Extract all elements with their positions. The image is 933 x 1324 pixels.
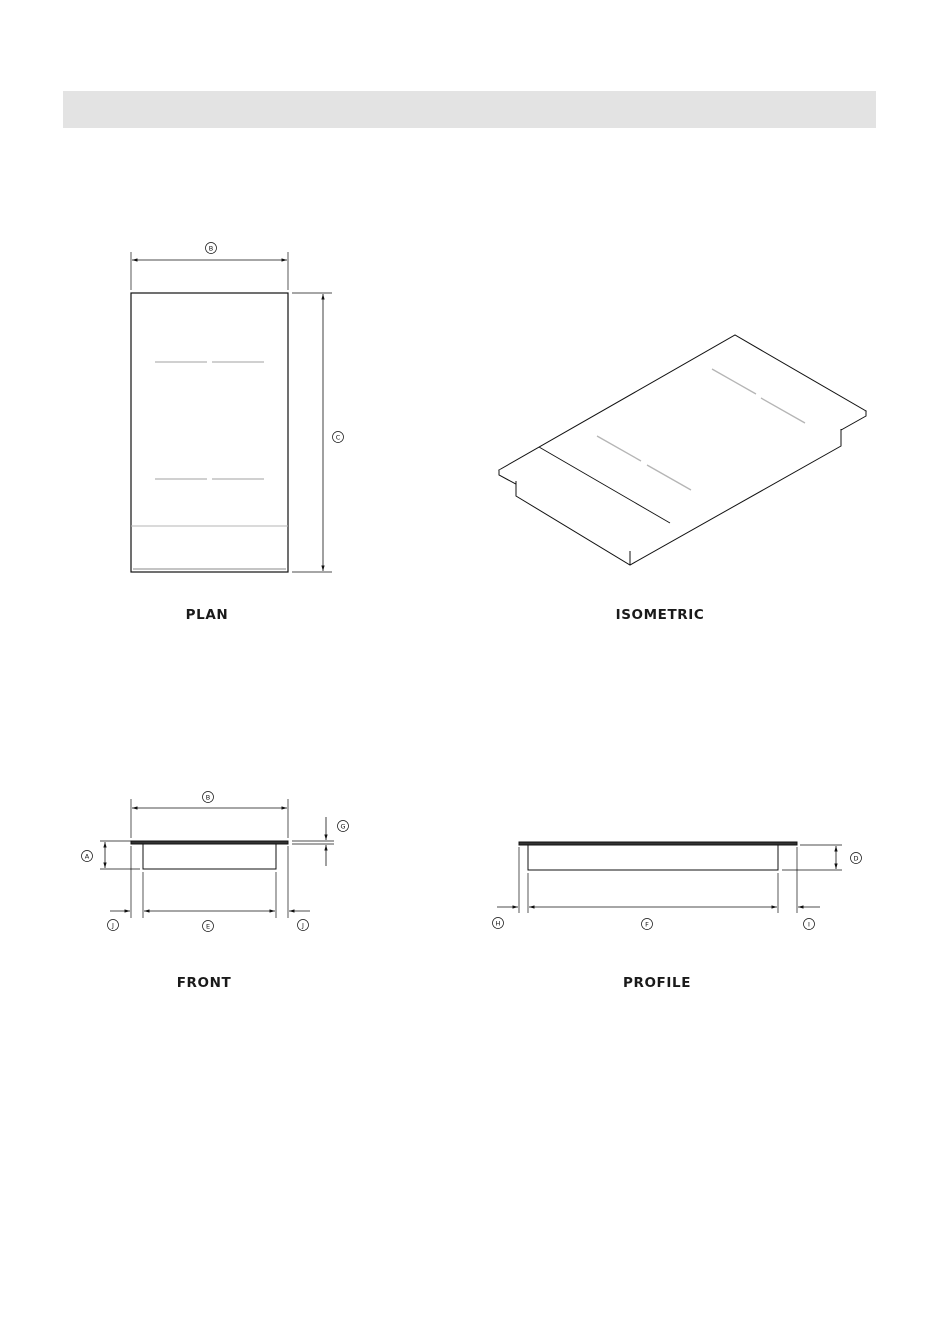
- front-dim-j-right-label: J: [301, 922, 304, 930]
- plan-view: [131, 243, 344, 573]
- front-body: [143, 844, 276, 869]
- front-dim-a-label: A: [85, 853, 90, 861]
- front-view-label: FRONT: [177, 975, 232, 991]
- plan-dim-b-label: B: [209, 245, 213, 253]
- isometric-view-label: ISOMETRIC: [616, 607, 705, 623]
- profile-view-label: PROFILE: [623, 975, 691, 991]
- isometric-view: [499, 335, 866, 565]
- front-dim-e-label: E: [206, 923, 210, 931]
- front-view: [82, 792, 349, 932]
- front-dim-g-label: G: [340, 823, 345, 831]
- plan-view-label: PLAN: [186, 607, 229, 623]
- profile-dim-i-label: I: [808, 921, 810, 929]
- plan-dim-c-label: C: [336, 434, 341, 442]
- profile-body: [528, 845, 778, 870]
- profile-dim-f-label: F: [645, 921, 649, 929]
- profile-dim-h-label: H: [496, 920, 501, 928]
- front-dim-j-left-label: J: [111, 922, 114, 930]
- profile-view: [493, 842, 862, 930]
- front-dim-b-label: B: [206, 794, 210, 802]
- plan-zone-marks: [155, 362, 264, 479]
- plan-outline: [131, 293, 288, 572]
- profile-dim-d-label: D: [853, 855, 858, 863]
